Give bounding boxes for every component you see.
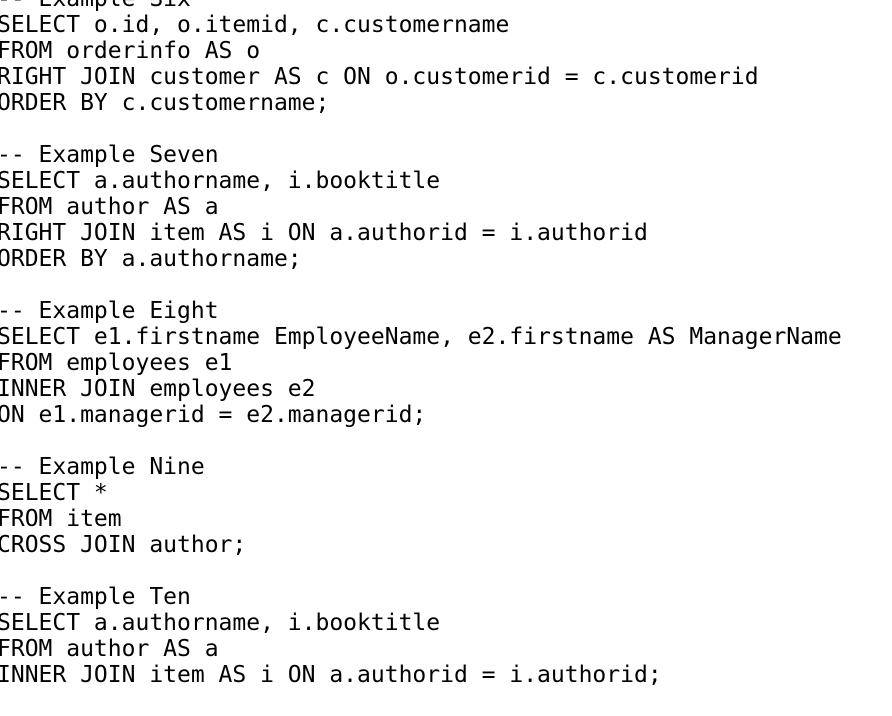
code-line: FROM orderinfo AS o xyxy=(0,38,261,64)
code-line xyxy=(0,688,842,714)
code-line: -- Example Ten xyxy=(0,584,191,610)
code-line: FROM employees e1 xyxy=(0,350,233,376)
code-line: SELECT a.authorname, i.booktitle xyxy=(0,610,441,636)
code-line: -- Example Seven xyxy=(0,142,219,168)
code-line xyxy=(0,116,842,142)
code-line xyxy=(0,428,842,454)
code-line: FROM author AS a xyxy=(0,636,219,662)
code-line: SELECT a.authorname, i.booktitle xyxy=(0,168,441,194)
code-line: RIGHT JOIN customer AS c ON o.customerid… xyxy=(0,64,759,90)
code-line: CROSS JOIN author; xyxy=(0,532,247,558)
code-line: ON e1.managerid = e2.managerid; xyxy=(0,402,427,428)
code-line: SELECT e1.firstname EmployeeName, e2.fir… xyxy=(0,324,842,350)
code-line: -- Example Six xyxy=(0,0,842,12)
code-line: SELECT * xyxy=(0,480,108,506)
code-line xyxy=(0,272,842,298)
code-line: INNER JOIN employees e2 xyxy=(0,376,316,402)
code-line: INNER JOIN item AS i ON a.authorid = i.a… xyxy=(0,662,662,688)
code-line: RIGHT JOIN item AS i ON a.authorid = i.a… xyxy=(0,220,648,246)
code-line xyxy=(0,558,842,584)
code-line: -- Example Nine xyxy=(0,454,205,480)
code-line: ORDER BY c.customername; xyxy=(0,90,330,116)
code-line: -- Example Eleven xyxy=(0,714,842,716)
code-line: FROM author AS a xyxy=(0,194,219,220)
code-line: SELECT o.id, o.itemid, c.customername xyxy=(0,12,510,38)
code-line: FROM item xyxy=(0,506,122,532)
code-line: ORDER BY a.authorname; xyxy=(0,246,302,272)
sql-code-block[interactable]: -- Example SixSELECT o.id, o.itemid, c.c… xyxy=(0,0,842,716)
code-line: -- Example Eight xyxy=(0,298,219,324)
